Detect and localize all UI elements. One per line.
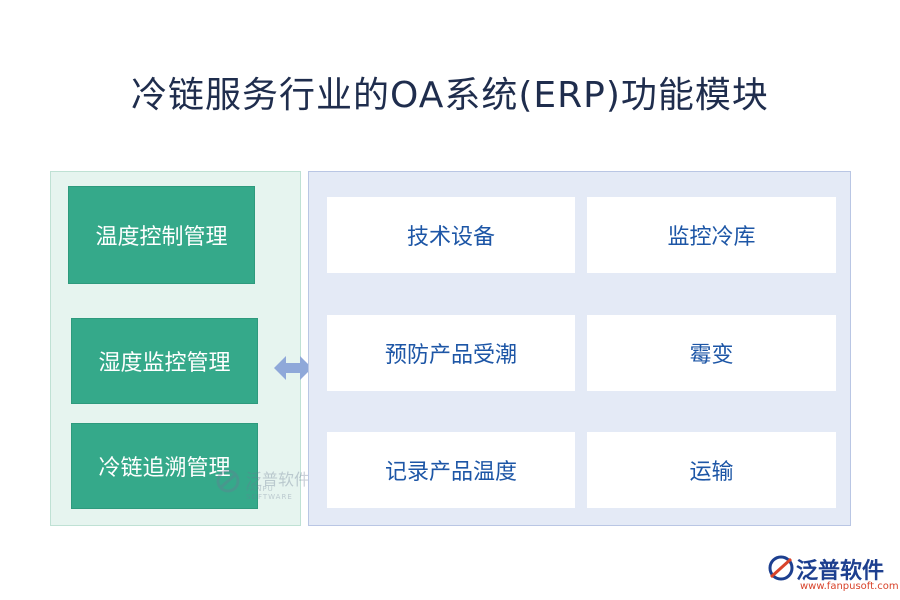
watermark-icon	[216, 469, 240, 493]
function-label: 监控冷库	[667, 225, 756, 250]
module-temperature-control: 温度控制管理	[68, 186, 255, 284]
function-mildew: 霉变	[587, 315, 836, 391]
watermark-sub: FANPU SOFTWARE	[246, 485, 293, 501]
page-title: 冷链服务行业的OA系统(ERP)功能模块	[131, 75, 769, 116]
logo-icon	[768, 555, 794, 581]
function-monitor-coldstorage: 监控冷库	[587, 197, 836, 273]
module-label: 温度控制管理	[95, 225, 228, 250]
function-transport: 运输	[587, 432, 836, 508]
function-label: 记录产品温度	[384, 460, 517, 485]
module-coldchain-trace: 冷链追溯管理	[71, 423, 258, 509]
module-label: 冷链追溯管理	[98, 456, 231, 481]
function-label: 运输	[689, 460, 734, 485]
logo-url: www.fanpusoft.com	[800, 581, 899, 592]
function-label: 霉变	[689, 343, 734, 368]
double-arrow-icon	[274, 356, 312, 380]
watermark: 泛普软件 FANPU SOFTWARE	[213, 466, 323, 501]
module-label: 湿度监控管理	[98, 351, 231, 376]
module-humidity-monitor: 湿度监控管理	[71, 318, 258, 404]
function-prevent-moisture: 预防产品受潮	[327, 315, 575, 391]
function-label: 技术设备	[406, 225, 495, 250]
function-tech-equipment: 技术设备	[327, 197, 575, 273]
function-record-temperature: 记录产品温度	[327, 432, 575, 508]
logo-name: 泛普软件	[796, 559, 885, 584]
fanpu-logo: 泛普软件 www.fanpusoft.com	[766, 553, 899, 597]
watermark-name: 泛普软件	[246, 470, 311, 489]
function-label: 预防产品受潮	[384, 343, 517, 368]
